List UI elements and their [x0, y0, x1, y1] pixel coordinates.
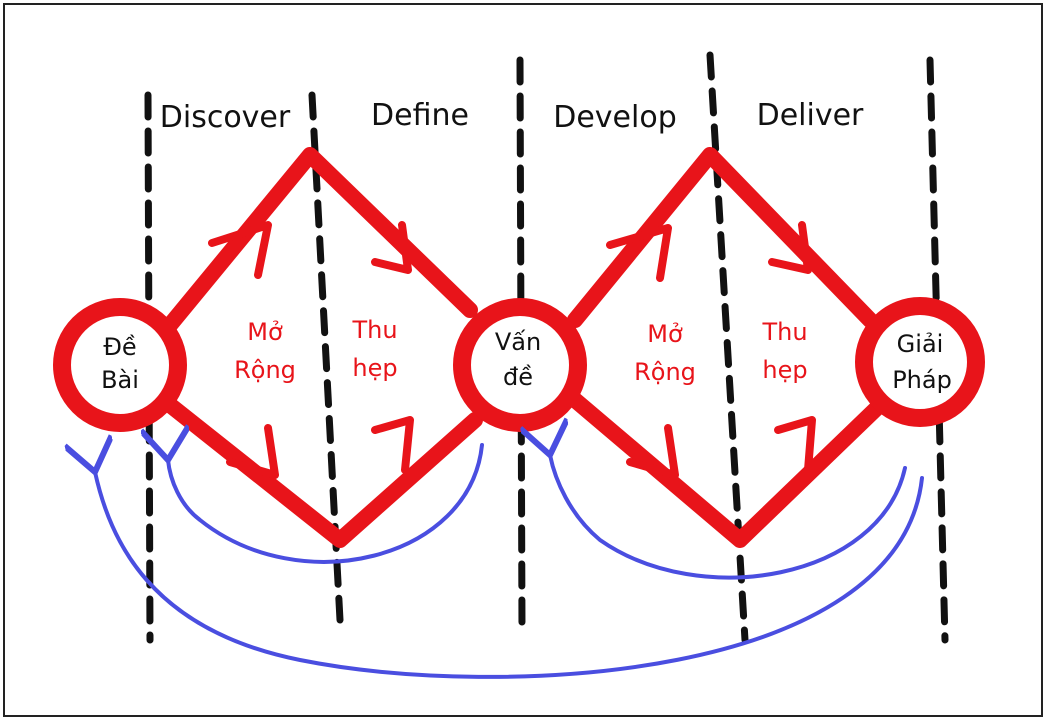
diamond-1-top: [162, 147, 478, 333]
phase-label-deliver: Deliver: [757, 98, 864, 133]
arrow-icon: [371, 221, 412, 274]
label-narrow-1b: hẹp: [352, 354, 397, 382]
node-start-circle: [53, 298, 187, 432]
node-start-line1: Đề: [103, 333, 136, 361]
arrow-icon: [626, 424, 679, 479]
feedback-arc-2: [550, 455, 907, 580]
label-expand-1a: Mở: [247, 318, 283, 346]
label-narrow-2b: hẹp: [762, 356, 807, 384]
feedback-arc-1: [168, 445, 484, 564]
node-end-line1: Giải: [897, 330, 944, 358]
diamond-1-bottom: [162, 397, 483, 548]
nodes: [53, 297, 985, 432]
feedback-arcs: [95, 445, 924, 679]
node-middle-line2: đề: [503, 363, 533, 391]
label-narrow-1a: Thu: [351, 316, 397, 344]
node-middle-line1: Vấn: [495, 328, 541, 356]
label-expand-2b: Rộng: [634, 358, 696, 386]
arrow-icon: [371, 416, 414, 474]
node-end-line2: Pháp: [892, 366, 952, 394]
phase-label-discover: Discover: [160, 100, 291, 135]
arrow-icon: [606, 224, 672, 282]
label-narrow-2a: Thu: [761, 318, 807, 346]
arrow-icon: [774, 416, 816, 474]
diamond-2-bottom: [567, 392, 888, 548]
divider-line: [706, 51, 749, 644]
arrow-icon: [226, 424, 279, 479]
phase-label-define: Define: [371, 98, 469, 133]
node-end-circle: [855, 297, 985, 427]
arrow-icon: [208, 221, 272, 279]
label-expand-2a: Mở: [647, 320, 683, 348]
arrow-icon: [768, 221, 812, 274]
label-expand-1b: Rộng: [234, 356, 296, 384]
feedback-arc-3: [95, 472, 924, 679]
node-start-line2: Bài: [101, 366, 139, 394]
diamonds: [162, 147, 888, 548]
red-arrowheads: [208, 221, 816, 479]
diamond-2-top: [567, 147, 878, 328]
diagram-frame: [3, 3, 1043, 717]
phase-label-develop: Develop: [553, 100, 677, 135]
